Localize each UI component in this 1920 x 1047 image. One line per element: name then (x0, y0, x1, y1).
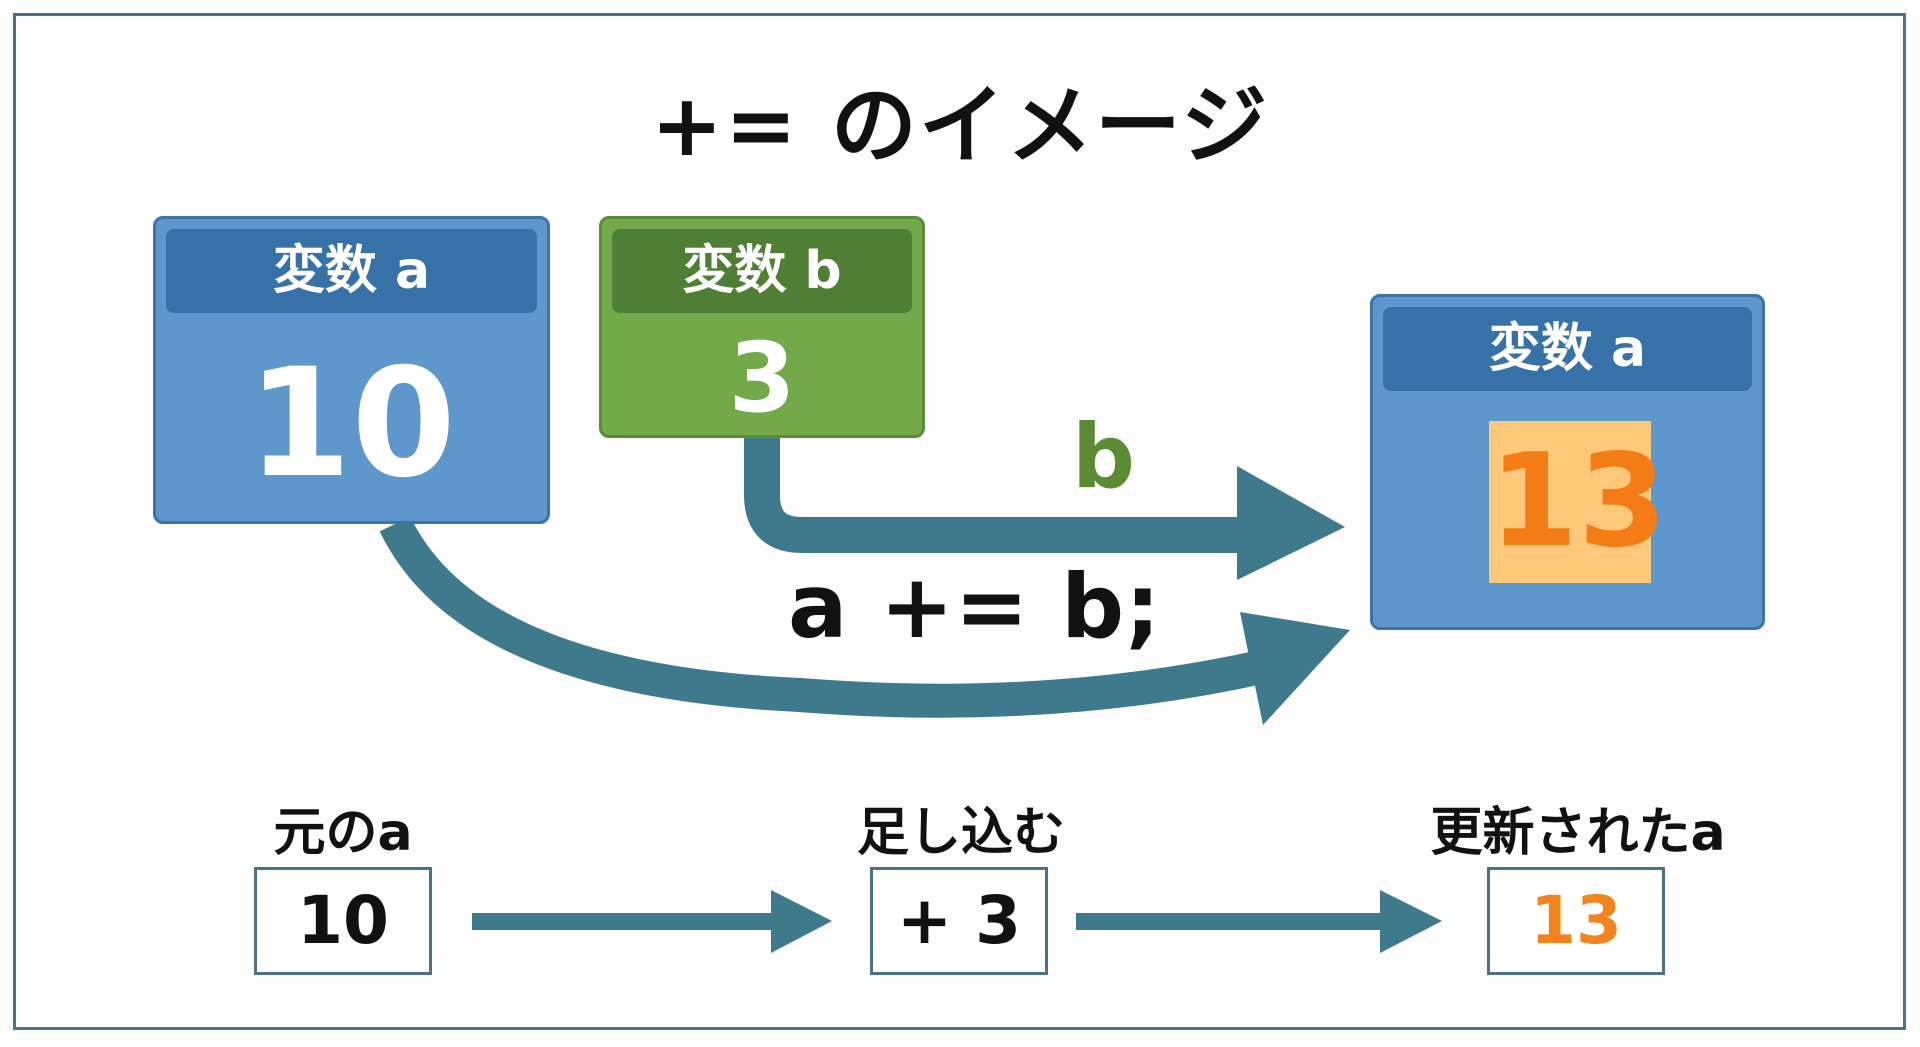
page-title: += のイメージ (650, 76, 1270, 176)
variable-a-result-value: 13 (1489, 421, 1667, 583)
code-expression: a += b; (788, 555, 1162, 658)
step-updated-value: 13 (1487, 867, 1665, 975)
step-add-value: + 3 (870, 867, 1048, 975)
variable-b-value: 3 (728, 322, 796, 434)
step-arrow-1-shaft (472, 913, 777, 930)
variable-b-box: 変数 b 3 (599, 216, 925, 438)
a-flow-arrow (379, 516, 1274, 718)
variable-a-result-box: 変数 a 13 (1370, 294, 1765, 630)
step-original-value: 10 (254, 867, 432, 975)
b-flow-arrow (744, 438, 1262, 553)
arrow-label-b: b (1072, 405, 1135, 508)
step-original-label: 元のa (273, 803, 413, 863)
b-flow-arrowhead-icon (1237, 466, 1345, 580)
variable-a-header: 変数 a (166, 229, 537, 313)
step-arrow-2-shaft (1076, 913, 1386, 930)
a-flow-arrowhead-icon (1240, 612, 1350, 725)
step-add-label: 足し込む (856, 803, 1065, 863)
variable-a-box: 変数 a 10 (153, 216, 550, 524)
step-arrow-2-head-icon (1380, 890, 1442, 953)
variable-a-value: 10 (247, 337, 456, 511)
variable-a-result-header: 変数 a (1383, 307, 1752, 391)
step-updated-label: 更新されたa (1430, 803, 1726, 863)
variable-b-header: 変数 b (612, 229, 912, 313)
step-arrow-1-head-icon (771, 890, 832, 953)
